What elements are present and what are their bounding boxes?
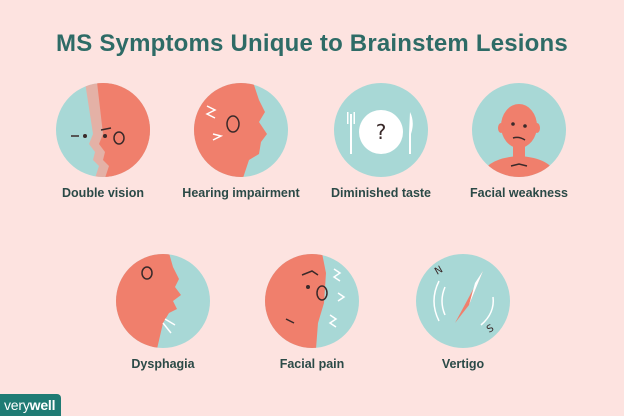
symptom-diminished-taste: ? Diminished taste [306,82,456,200]
logo-part-1: very [4,397,30,413]
svg-text:N: N [433,264,445,277]
symptom-hearing-impairment: Hearing impairment [166,82,316,200]
symptom-label: Vertigo [441,357,485,371]
facial-pain-icon [265,254,359,348]
hearing-impairment-icon [194,83,288,177]
symptom-label: Facial weakness [470,186,568,200]
symptom-dysphagia: Dysphagia [88,253,238,371]
symptom-label: Dysphagia [131,357,195,371]
compass-icon: N S [416,254,510,348]
verywell-logo: verywell [0,394,62,416]
double-vision-icon [56,83,150,177]
symptom-facial-pain: Facial pain [237,253,387,371]
svg-text:?: ? [376,120,387,144]
symptom-vertigo: N S Vertigo [388,253,538,371]
facial-weakness-icon [472,83,566,177]
plate-fork-knife-icon: ? [334,83,428,177]
symptom-facial-weakness: Facial weakness [444,82,594,200]
symptom-label: Double vision [62,186,144,200]
dysphagia-icon [116,254,210,348]
symptom-label: Diminished taste [330,186,432,200]
logo-part-2: well [29,397,56,413]
symptom-double-vision: Double vision [28,82,178,200]
svg-text:S: S [485,323,496,336]
symptom-label: Hearing impairment [182,186,300,200]
page-title: MS Symptoms Unique to Brainstem Lesions [56,30,568,57]
symptom-label: Facial pain [279,357,345,371]
